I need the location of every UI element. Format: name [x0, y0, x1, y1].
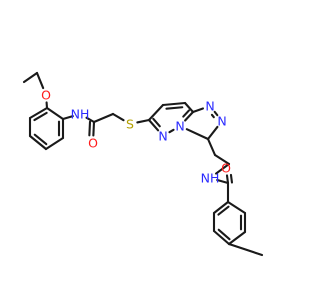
bond-amide1-c-amide1-o: [92, 120, 96, 137]
atom-label-pyd-n5: N: [158, 129, 167, 144]
bond-ph1-c4-ph1-c5: [44, 136, 65, 151]
bond-triazole-n1-triazole-n2-inner: [210, 113, 215, 119]
bond-triazole-n2-triazole-c3: [206, 125, 219, 141]
bond-ph1-c6-anilide-n: [61, 115, 74, 121]
atom-label-anilide-n: NH: [71, 107, 90, 122]
bond-bridge-n4-pyd-n5: [168, 128, 175, 134]
bond-fused-c8a-triazole-n1: [191, 107, 204, 114]
bond-amide2-n-amide2-c: [216, 178, 230, 185]
bond-ethyl-ch2-ether-o: [35, 71, 45, 90]
bond-ph2-c1-ph2-c2: [212, 200, 230, 215]
bond-triazole-c3-chain-c1: [206, 137, 217, 157]
bond-chain-c2-amide2-n: [214, 162, 231, 175]
bond-ethyl-ch3-ethyl-ch2: [22, 71, 39, 84]
bond-amide1-c-amide1-o-second: [88, 120, 92, 137]
bond-ph1-c1-ph1-c2-inner: [33, 111, 48, 122]
atom-label-bridge-n4: N: [175, 119, 184, 134]
atom-label-amide2-o: O: [221, 161, 231, 176]
bond-ph1-c6-ph1-c1: [45, 106, 65, 121]
bond-ph2-c4-aryl-ch3: [227, 242, 264, 257]
atom-label-amide2-n: NH: [201, 171, 220, 186]
bond-pyd-n5-pyd-c6: [147, 118, 160, 132]
bond-fused-c8a-bridge-n4-inner: [182, 109, 191, 118]
bond-ph2-c1-ph2-c2-inner: [217, 205, 230, 216]
bond-ph2-c3-ph2-c4-inner: [217, 228, 231, 241]
bond-pyd-c5-pyd-c4: [161, 101, 187, 107]
atom-label-thioether-s: S: [126, 117, 134, 132]
atom-label-amide1-o: O: [88, 136, 98, 151]
bond-anilide-n-amide1-c: [85, 116, 96, 124]
bond-ph2-c4-ph2-c5: [227, 230, 247, 246]
bond-ph1-c3-ph1-c4-inner: [33, 133, 48, 146]
bond-thioether-s-pyd-c6: [136, 118, 151, 124]
bond-ph2-c6-ph2-c1: [226, 200, 247, 215]
atom-label-triazole-n2: N: [217, 114, 226, 129]
bond-chain-c1-chain-c2: [213, 153, 231, 166]
bond-methylene-c-thioether-s: [111, 112, 125, 122]
bond-triazole-c3-bridge-n4: [185, 128, 210, 141]
bond-pyd-c6-pyd-c5: [147, 103, 165, 122]
bond-ph1-c1-ph1-c2: [28, 106, 49, 120]
bond-pyd-n5-pyd-c6-inner: [152, 117, 161, 128]
bond-amide1-c-methylene-c: [92, 112, 115, 124]
bond-triazole-n1-triazole-n2: [213, 110, 219, 117]
bond-fused-c8a-bridge-n4: [184, 110, 195, 122]
bond-ph2-c3-ph2-c4: [212, 229, 231, 246]
atom-label-ether-o: O: [41, 88, 51, 103]
bond-pyd-c5-pyd-c4-inner: [165, 106, 184, 110]
atom-label-triazole-n1: N: [205, 99, 214, 114]
bond-pyd-c4-fused-c8a: [183, 101, 195, 114]
bond-amide2-c-amide2-o-second: [229, 173, 234, 184]
bonds-layer: [22, 71, 264, 257]
bond-ph1-c3-ph1-c4: [28, 134, 48, 151]
bond-amide2-c-amide2-o: [225, 174, 230, 185]
